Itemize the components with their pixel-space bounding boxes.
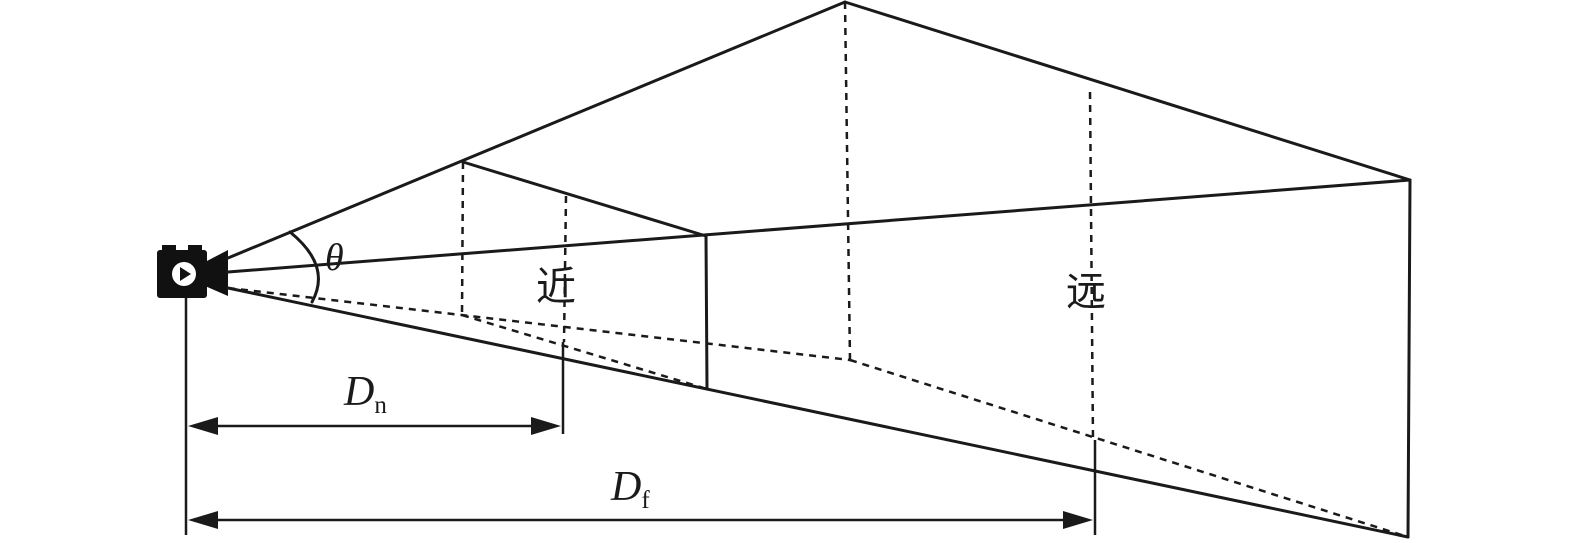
far-distance-subscript: f (641, 487, 650, 514)
far-hidden-vertical (843, 1, 852, 361)
near-hidden-left-vertical (460, 161, 465, 316)
near-center-marker (562, 195, 568, 343)
middle-ray-edge (226, 178, 1412, 274)
far-distance-label: Df (610, 464, 650, 514)
near-distance-left-arrowhead (188, 417, 218, 435)
angle-label: θ (325, 237, 344, 279)
far-distance-main: D (610, 464, 641, 510)
far-hidden-bottom (849, 358, 1409, 539)
view-angle-arc (288, 230, 320, 304)
far-plane-label: 远 (1066, 269, 1106, 314)
far-top-right-edge (843, 0, 1412, 182)
near-distance-label: Dn (343, 369, 387, 419)
near-plane-label: 近 (536, 264, 576, 309)
far-center-marker (1088, 91, 1095, 441)
bottom-ray-edge (226, 286, 1410, 539)
near-hidden-bottom (461, 313, 708, 391)
hidden-ray (227, 286, 851, 362)
near-top-edge (461, 160, 708, 238)
far-top-edge (226, 0, 847, 260)
near-right-vertical (704, 234, 709, 391)
far-distance-left-arrowhead (188, 511, 218, 529)
far-right-vertical-edge (1406, 178, 1412, 539)
far-distance-right-arrowhead (1063, 511, 1093, 529)
video-camera-icon (157, 245, 228, 298)
near-distance-main: D (343, 369, 374, 415)
near-distance-subscript: n (374, 392, 387, 419)
near-distance-right-arrowhead (531, 417, 561, 435)
